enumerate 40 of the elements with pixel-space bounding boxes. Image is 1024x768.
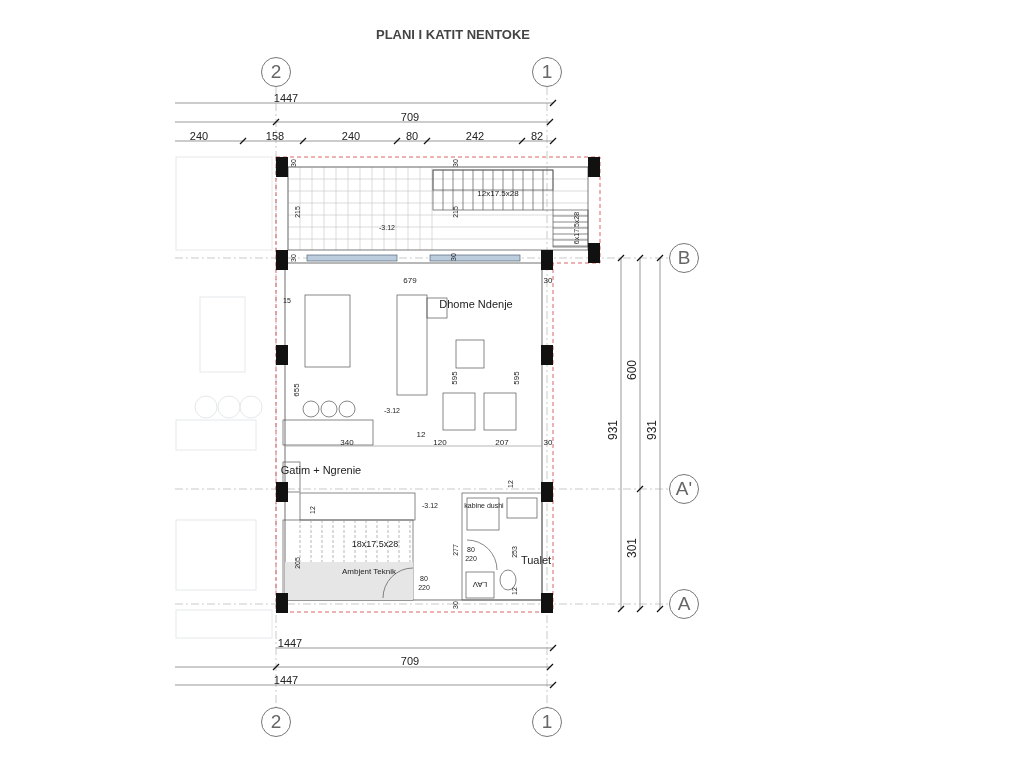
- plan-label: 1447: [277, 637, 303, 649]
- dimension-label: 679: [403, 277, 417, 285]
- dimension-label: 120: [433, 439, 447, 447]
- dimension-label: 207: [495, 439, 509, 447]
- dimension-label: 12x17.5x28: [477, 190, 519, 198]
- grid-axis-bubble: 2: [261, 707, 291, 737]
- dimension-label: 595: [451, 371, 459, 385]
- dimension-label: 340: [340, 439, 354, 447]
- plan-label: 600: [626, 360, 638, 380]
- dimension-label: 12: [416, 431, 426, 439]
- plan-label: 240: [341, 130, 361, 142]
- dimension-label: 30: [543, 277, 553, 285]
- plan-label: Gatim + Ngrenie: [280, 464, 362, 476]
- plan-label: Dhome Ndenje: [439, 298, 513, 310]
- plan-label: 240: [189, 130, 209, 142]
- plan-title: PLANI I KATIT NENTOKE: [375, 26, 531, 42]
- dimension-label: LAV: [472, 580, 488, 588]
- grid-axis-bubble: 2: [261, 57, 291, 87]
- grid-axis-bubble: A: [669, 589, 699, 619]
- plan-label: 1447: [273, 674, 299, 686]
- plan-label: 158: [265, 130, 285, 142]
- plan-label: 709: [400, 111, 420, 123]
- grid-axis-bubble: 1: [532, 707, 562, 737]
- dimension-label: 655: [293, 383, 301, 397]
- plan-label: 82: [530, 130, 544, 142]
- grid-axis-bubble: A': [669, 474, 699, 504]
- plan-label: 931: [607, 420, 619, 440]
- dimension-label: Ambjent Teknik: [341, 568, 397, 576]
- dimension-label: 18x17.5x28: [351, 539, 399, 549]
- plan-label: 709: [400, 655, 420, 667]
- plan-label: 242: [465, 130, 485, 142]
- dimension-label: 595: [513, 371, 521, 385]
- plan-label: 1447: [273, 92, 299, 104]
- dimension-label: 30: [543, 439, 553, 447]
- grid-axis-bubble: B: [669, 243, 699, 273]
- plan-label: 80: [405, 130, 419, 142]
- plan-label: 301: [626, 538, 638, 558]
- plan-label: 931: [646, 420, 658, 440]
- grid-axis-bubble: 1: [532, 57, 562, 87]
- plan-label: Tualet: [520, 554, 552, 566]
